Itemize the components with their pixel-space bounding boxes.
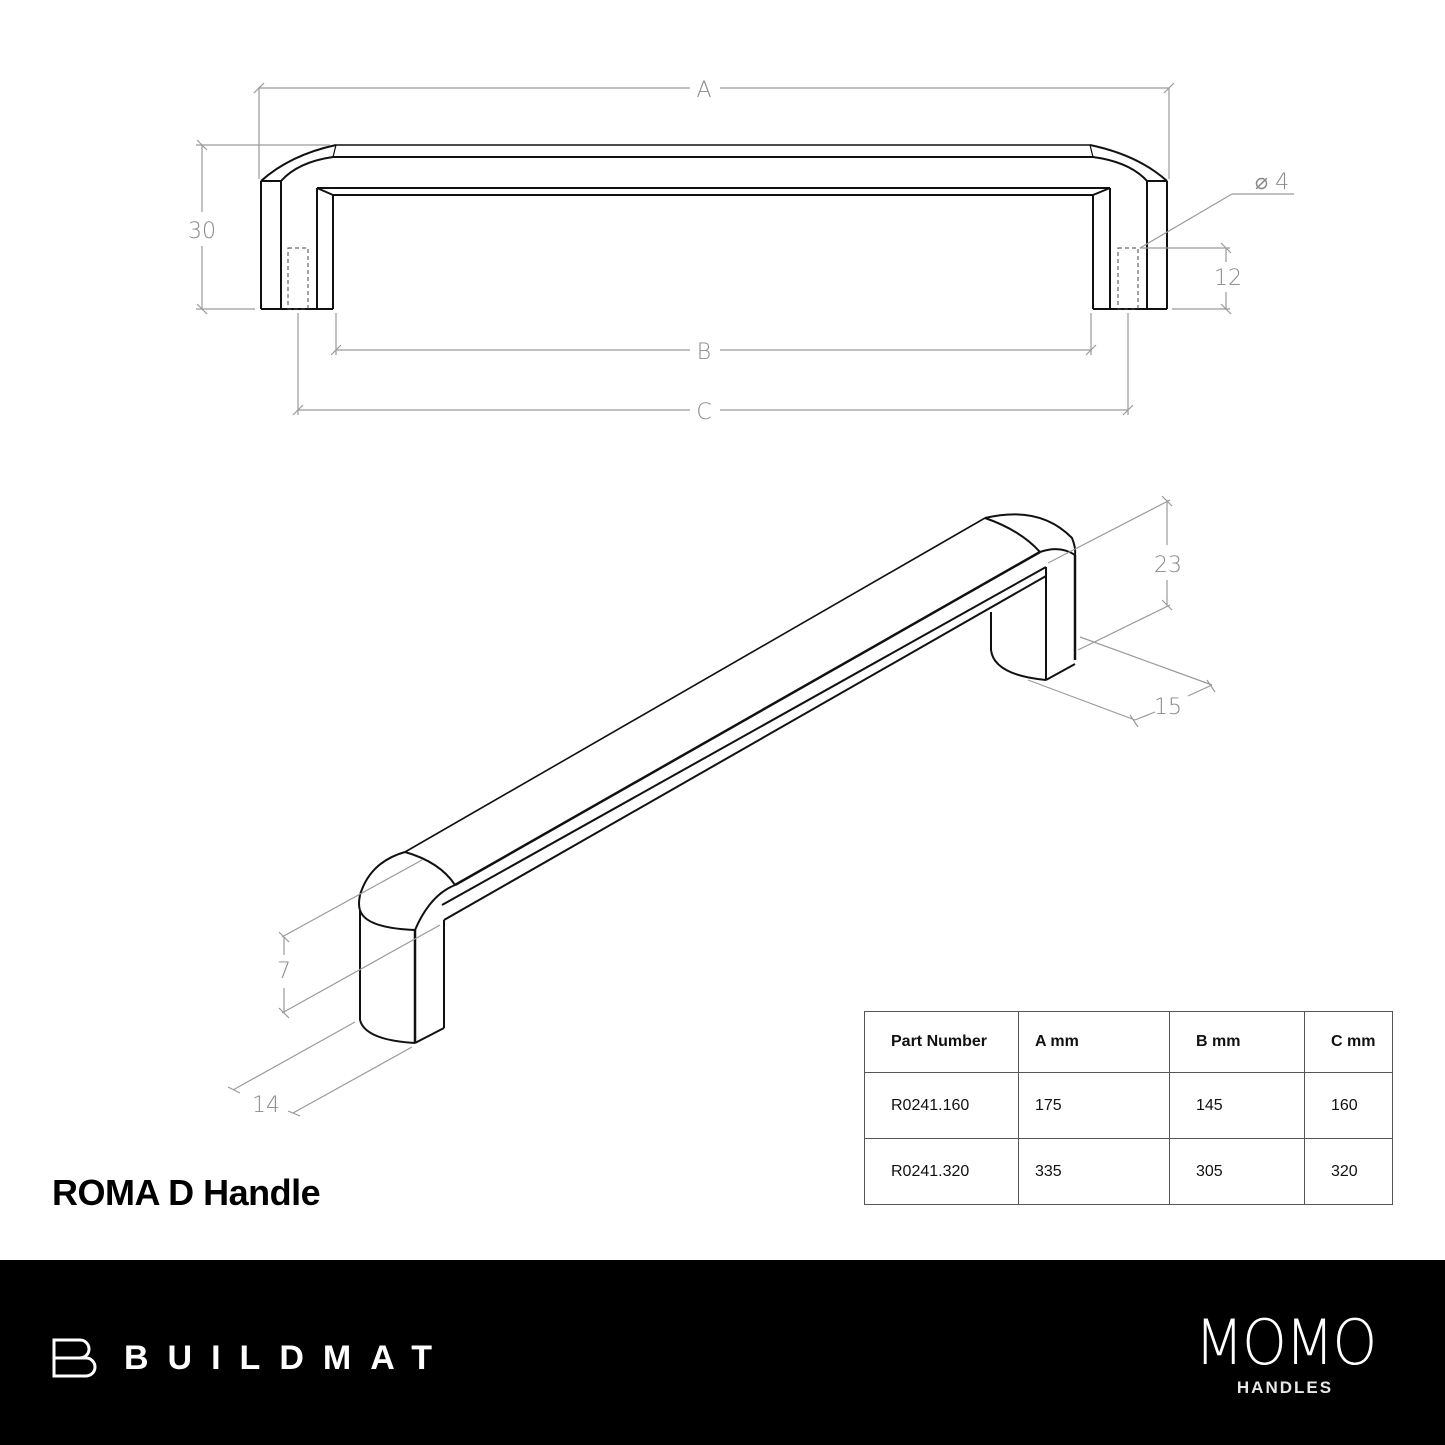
cell-part-number: R0241.320 bbox=[864, 1138, 1019, 1205]
momo-subtitle: HANDLES bbox=[1236, 1378, 1334, 1397]
front-view-dimensions bbox=[196, 82, 1294, 416]
cell-a: 175 bbox=[1018, 1072, 1170, 1139]
dim-height: 30 bbox=[188, 219, 216, 244]
technical-drawing: A B C 30 12 ⌀ 4 bbox=[188, 78, 1294, 1118]
cell-c: 320 bbox=[1304, 1138, 1393, 1205]
table-row: R0241.320 335 305 320 bbox=[864, 1138, 1393, 1205]
product-title: ROMA D Handle bbox=[52, 1172, 321, 1213]
cell-b: 145 bbox=[1169, 1072, 1305, 1139]
dim-label-b: B bbox=[697, 340, 711, 365]
front-view bbox=[260, 144, 1168, 310]
header-part-number: Part Number bbox=[864, 1011, 1019, 1073]
cell-part-number: R0241.160 bbox=[864, 1072, 1019, 1139]
footer-bar bbox=[0, 1260, 1445, 1445]
dim-hole-diameter: ⌀ 4 bbox=[1255, 170, 1289, 195]
dim-leg-height: 23 bbox=[1154, 553, 1182, 578]
header-b-mm: B mm bbox=[1169, 1011, 1305, 1073]
buildmat-logo: BUILDMAT bbox=[50, 1338, 451, 1378]
dim-bar-thickness: 7 bbox=[277, 959, 291, 984]
table-row: R0241.160 175 145 160 bbox=[864, 1072, 1393, 1139]
momo-wordmark: MOMO bbox=[1194, 1306, 1378, 1379]
buildmat-b-icon bbox=[52, 1338, 97, 1378]
header-c-mm: C mm bbox=[1304, 1011, 1393, 1073]
header-a-mm: A mm bbox=[1018, 1011, 1170, 1073]
dim-label-a: A bbox=[696, 78, 711, 103]
dim-label-c: C bbox=[696, 400, 711, 425]
iso-view-dimensions bbox=[227, 495, 1216, 1117]
dim-hole-depth: 12 bbox=[1214, 266, 1242, 291]
cell-b: 305 bbox=[1169, 1138, 1305, 1205]
dim-leg-depth: 15 bbox=[1154, 695, 1182, 720]
cell-c: 160 bbox=[1304, 1072, 1393, 1139]
isometric-view bbox=[358, 513, 1077, 1044]
table-header-row: Part Number A mm B mm C mm bbox=[864, 1011, 1393, 1073]
spec-table: Part Number A mm B mm C mm R0241.160 175… bbox=[864, 1011, 1393, 1205]
momo-logo: MOMO HANDLES bbox=[1180, 1312, 1390, 1398]
dim-bar-width: 14 bbox=[252, 1093, 280, 1118]
cell-a: 335 bbox=[1018, 1138, 1170, 1205]
buildmat-wordmark: BUILDMAT bbox=[124, 1338, 451, 1377]
